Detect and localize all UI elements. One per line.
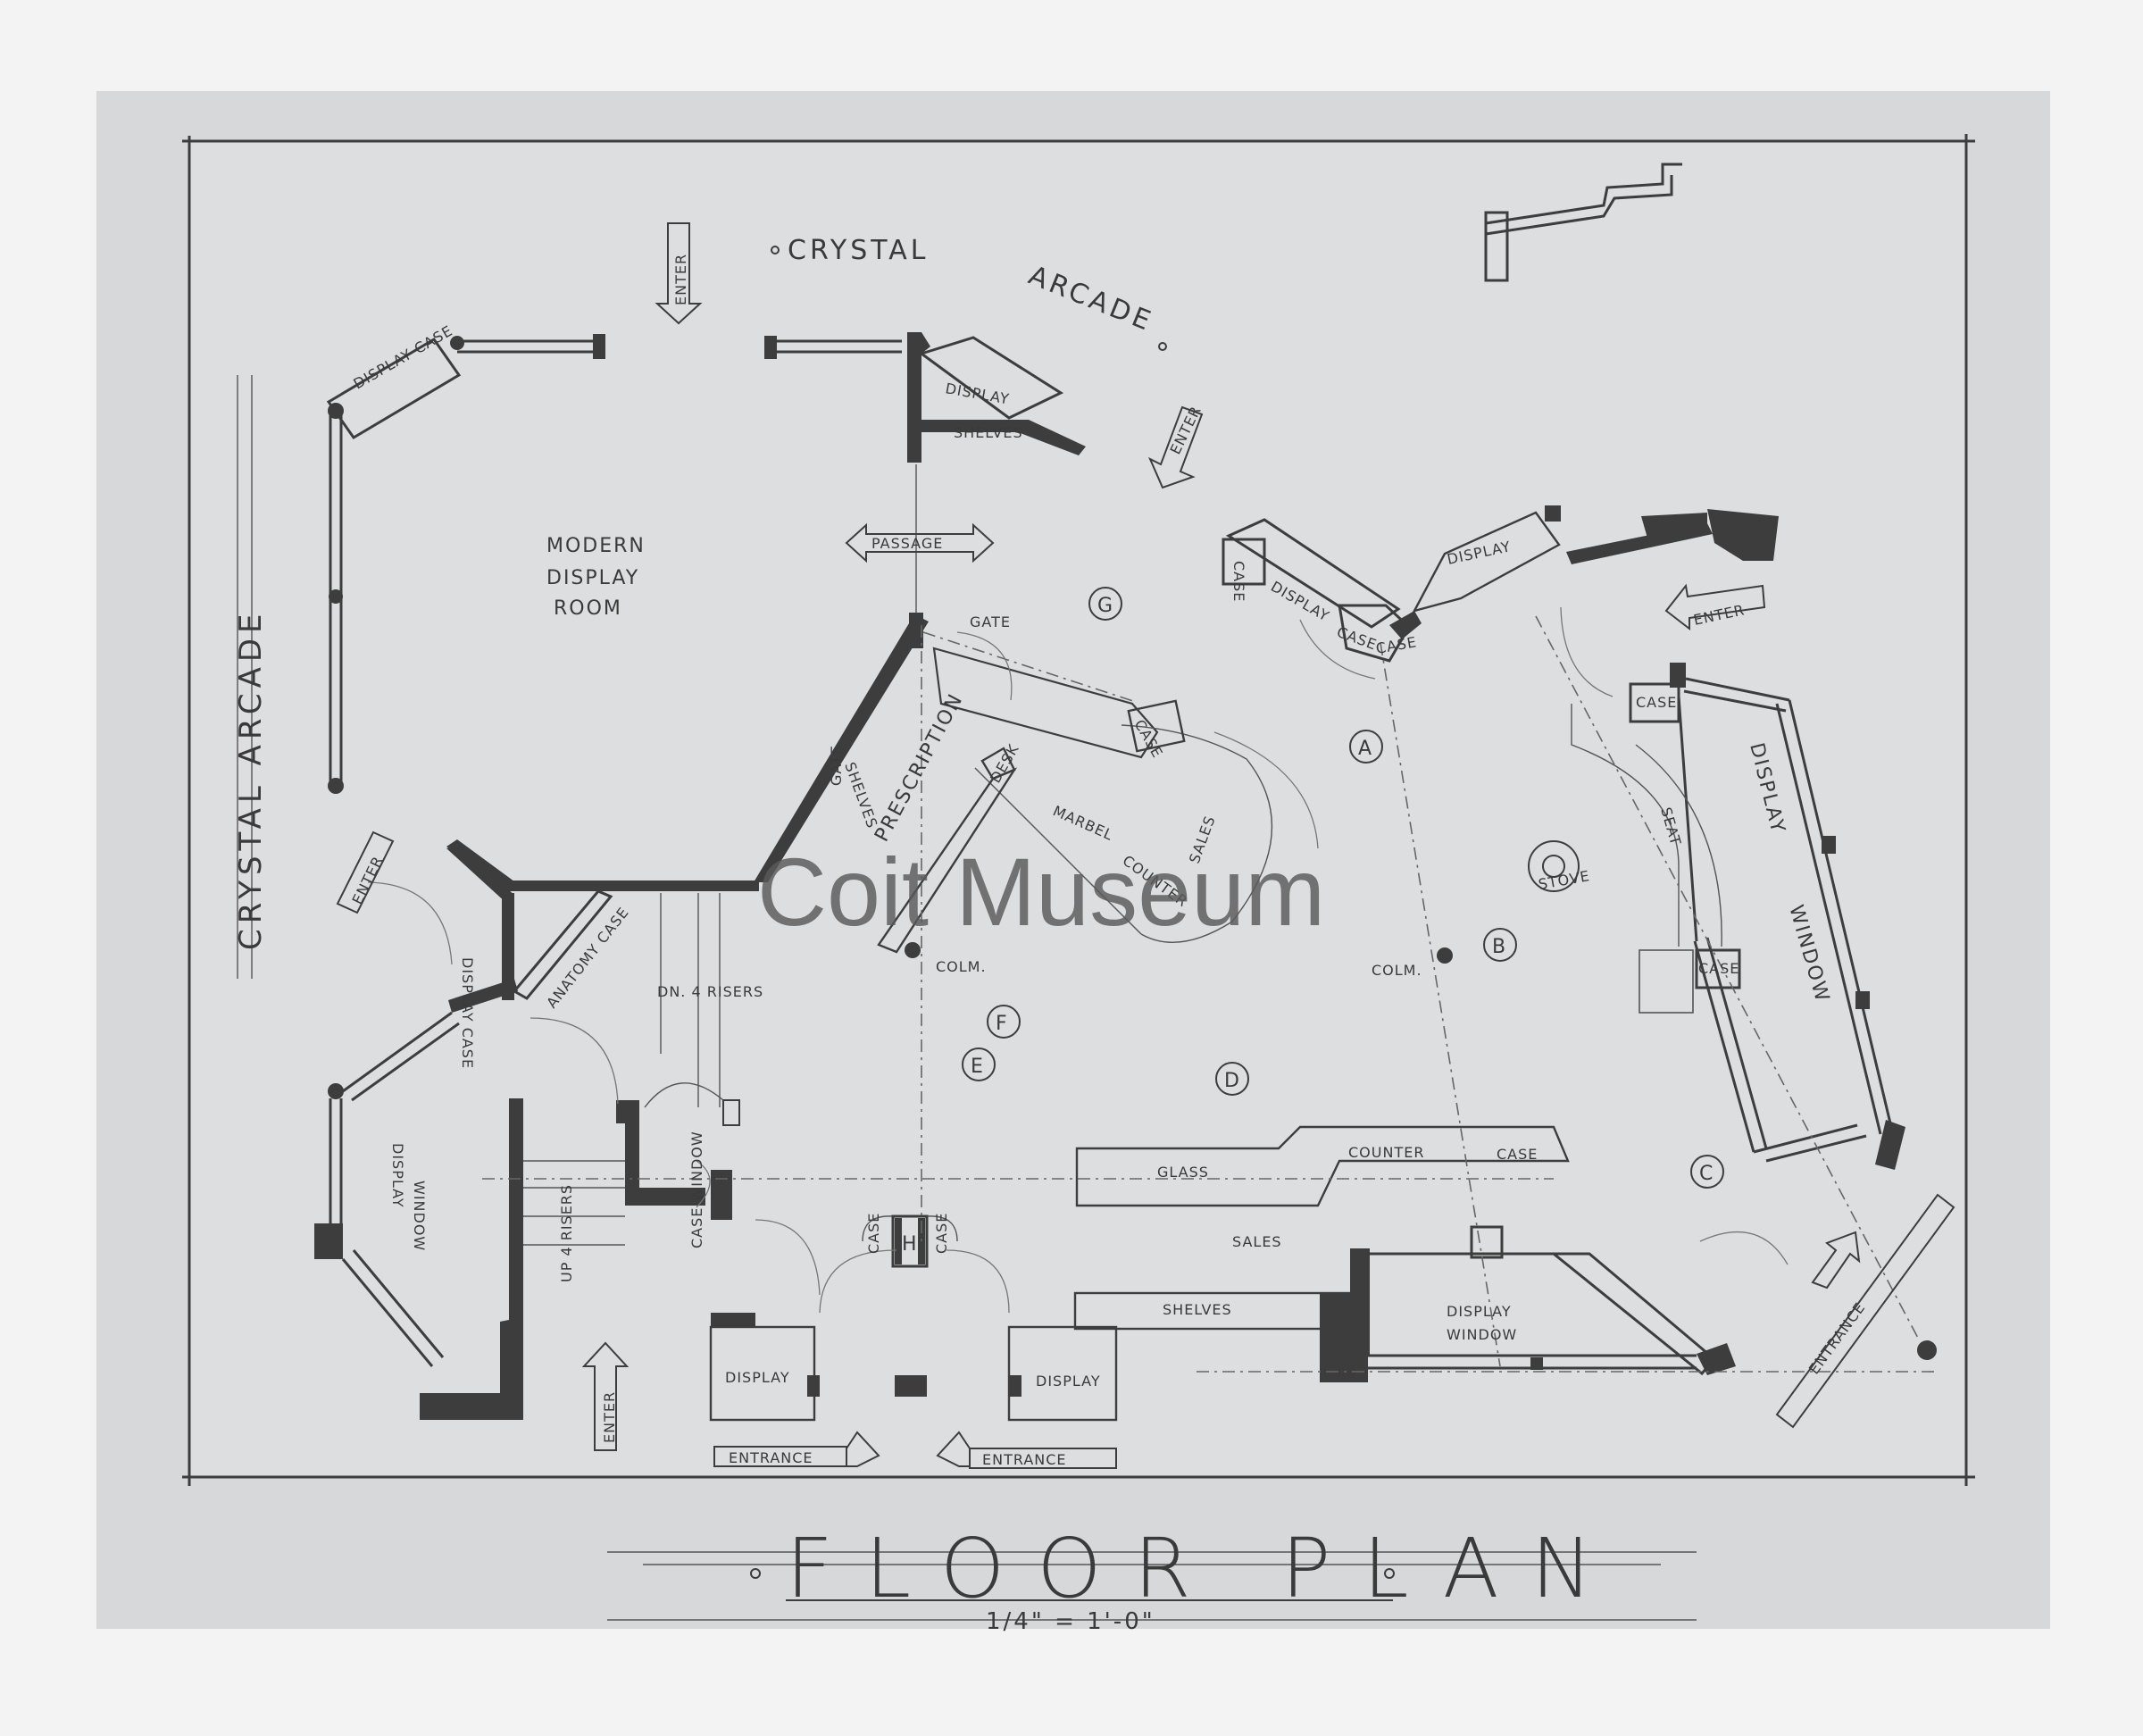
marker-e: [962, 1047, 996, 1081]
label-display-window-left: DISPLAY: [389, 1143, 406, 1208]
plan-scale: 1/4" = 1'-0": [986, 1608, 1155, 1635]
stove-icon: [1528, 840, 1580, 892]
marker-b: [1483, 928, 1517, 962]
label-display-window-bottom: DISPLAY: [1447, 1303, 1512, 1320]
label-entrance-left: ENTRANCE: [729, 1449, 813, 1466]
section-markers: A B C D E F G H: [902, 587, 1724, 1256]
marker-g: [1088, 587, 1122, 621]
label-shelves-top: SHELVES: [954, 424, 1023, 441]
arrows: [336, 222, 1861, 1467]
label-modern: MODERN: [546, 535, 646, 557]
label-case-tr1: CASE: [1230, 561, 1247, 602]
walls: [237, 163, 1938, 1621]
label-gate-left: GATE: [828, 745, 845, 786]
label-up-risers: UP 4 RISERS: [558, 1184, 575, 1282]
label-enter-top: ENTER: [672, 254, 689, 305]
label-room: ROOM: [554, 597, 622, 620]
marker-d: [1215, 1062, 1249, 1096]
label-down-risers: DN. 4 RISERS: [657, 983, 763, 1000]
label-glass: GLASS: [1157, 1164, 1209, 1181]
label-entrance-mid: ENTRANCE: [982, 1451, 1067, 1468]
marker-d-label: D: [1224, 1070, 1241, 1092]
label-case-right1: CASE: [1636, 694, 1677, 711]
label-passage: PASSAGE: [871, 535, 943, 552]
label-sales-bottom: SALES: [1232, 1233, 1282, 1250]
label-gate-top: GATE: [970, 613, 1011, 630]
label-display-bottom2: DISPLAY: [1036, 1373, 1101, 1390]
drawing-frame: [188, 139, 1968, 1479]
label-window-bottom: WINDOW: [1447, 1326, 1517, 1343]
label-crystal-top: CRYSTAL: [788, 235, 929, 266]
marker-c-label: C: [1699, 1163, 1714, 1185]
marker-a: [1349, 730, 1383, 764]
marker-c: [1690, 1155, 1724, 1189]
watermark: Coit Museum: [757, 838, 1325, 946]
label-display-room: DISPLAY: [546, 567, 639, 589]
plan-title: FLOOR PLAN: [786, 1521, 1625, 1616]
label-enter-bottom: ENTER: [601, 1391, 618, 1443]
marker-e-label: E: [971, 1056, 985, 1078]
label-case-h2: CASE: [933, 1213, 950, 1254]
label-colm-right: COLM.: [1372, 962, 1422, 979]
label-case-window: CASE WINDOW: [688, 1131, 705, 1248]
label-colm-left: COLM.: [936, 958, 987, 975]
marker-f-label: F: [996, 1013, 1009, 1035]
label-case-right2: CASE: [1698, 960, 1739, 977]
marker-g-label: G: [1097, 595, 1114, 617]
marker-b-label: B: [1492, 936, 1507, 958]
label-shelves-bottom: SHELVES: [1163, 1301, 1232, 1318]
label-display-bottom1: DISPLAY: [725, 1369, 790, 1386]
label-window-left: WINDOW: [411, 1181, 428, 1251]
label-counter-case: CASE: [1497, 1146, 1538, 1163]
label-crystal-arcade-left: CRYSTAL ARCADE: [233, 608, 269, 950]
label-case-h1: CASE: [865, 1213, 882, 1254]
label-display-case-left: DISPLAY CASE: [459, 957, 476, 1069]
marker-h-label: H: [902, 1233, 919, 1256]
marker-f: [987, 1005, 1021, 1039]
label-counter: COUNTER: [1348, 1144, 1424, 1161]
marker-a-label: A: [1358, 738, 1373, 760]
